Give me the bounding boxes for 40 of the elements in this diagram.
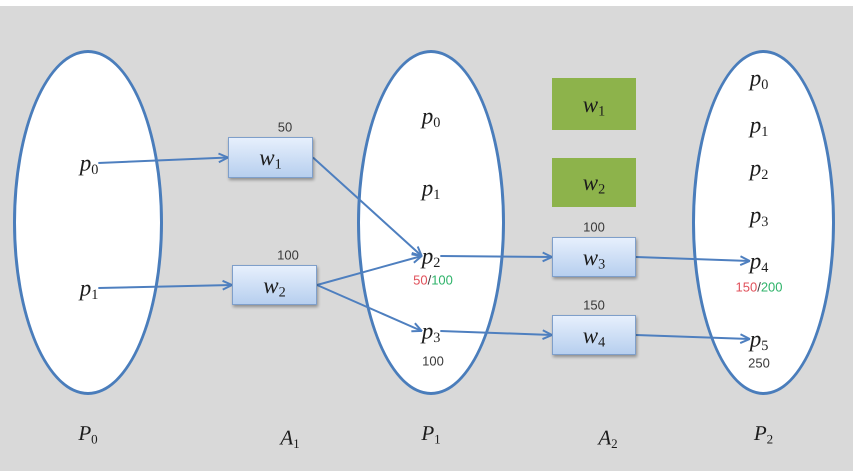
element-label: p$_{1}$ xyxy=(422,176,440,200)
count-label: 100 xyxy=(583,220,605,234)
arrow xyxy=(440,329,553,340)
count-label: 50/100 xyxy=(413,274,453,286)
process-box: w$_{2}$ xyxy=(232,265,317,305)
process-box: w$_{1}$ xyxy=(228,137,313,178)
count-label: 50 xyxy=(278,120,292,134)
column-label: A$_{2}$ xyxy=(598,428,618,448)
element-label: p$_{1}$ xyxy=(80,276,98,300)
arrow xyxy=(440,252,553,262)
highlight-box: w$_{2}$ xyxy=(552,158,636,207)
arrow xyxy=(312,156,423,257)
highlight-box: w$_{1}$ xyxy=(552,78,636,130)
element-label: p$_{4}$ xyxy=(750,248,768,274)
element-label: p$_{0}$ xyxy=(422,104,440,128)
set-label: P$_{2}$ xyxy=(754,423,774,444)
column-label: A$_{1}$ xyxy=(280,428,300,448)
process-box: w$_{3}$ xyxy=(552,237,636,277)
element-label: p$_{2}$ xyxy=(422,244,440,268)
arrow xyxy=(636,255,751,266)
arrow xyxy=(98,280,233,291)
process-box: w$_{4}$ xyxy=(552,315,636,355)
set-label: P$_{1}$ xyxy=(421,423,441,444)
element-label: p$_{3}$ xyxy=(422,318,440,344)
count-label: 150 xyxy=(583,298,605,312)
element-label: p$_{3}$ xyxy=(750,202,768,228)
count-label: 100 xyxy=(277,248,299,262)
element-label: p$_{2}$ xyxy=(750,156,768,180)
element-label: p$_{5}$ xyxy=(750,326,768,352)
arrow xyxy=(316,284,423,332)
count-label: 100 xyxy=(422,354,444,368)
count-label: 150/200 xyxy=(735,280,783,294)
set-label: P$_{0}$ xyxy=(78,423,98,444)
arrow xyxy=(636,333,751,344)
count-label: 250 xyxy=(748,356,770,370)
element-label: p$_{0}$ xyxy=(80,150,98,176)
arrow xyxy=(98,152,229,164)
element-label: p$_{0}$ xyxy=(750,66,768,90)
element-label: p$_{1}$ xyxy=(750,112,768,138)
arrow xyxy=(316,253,423,286)
